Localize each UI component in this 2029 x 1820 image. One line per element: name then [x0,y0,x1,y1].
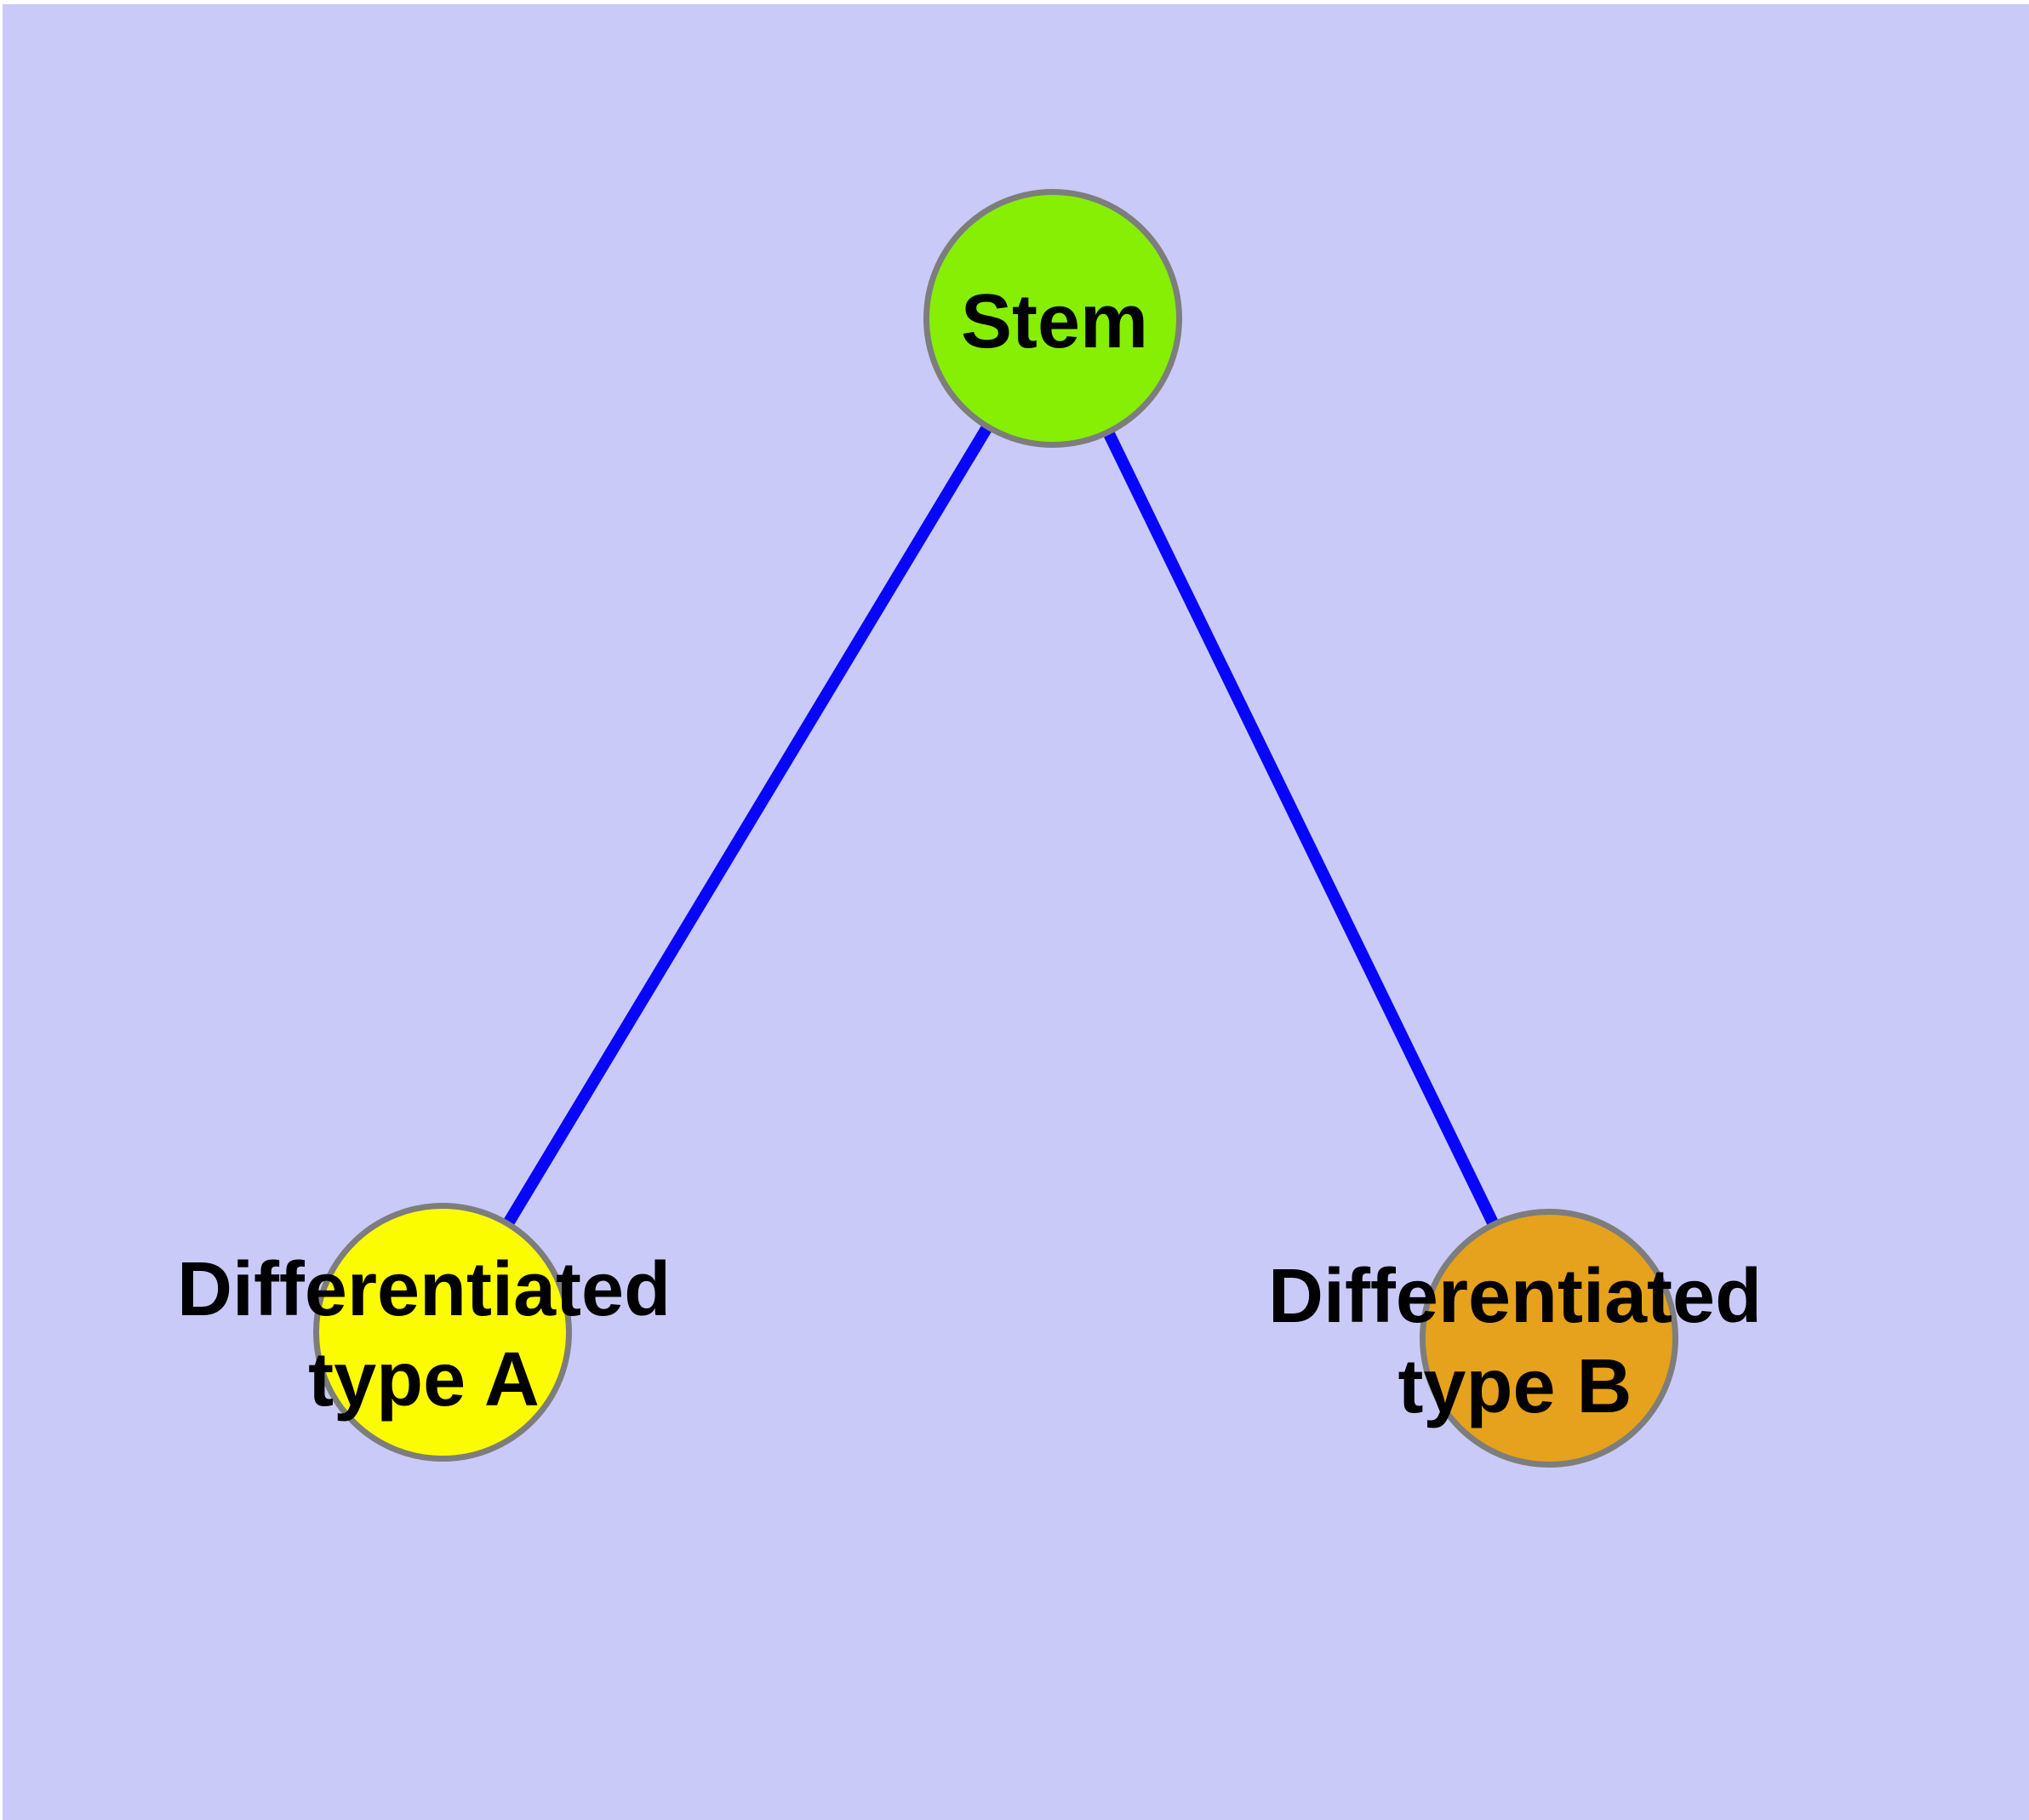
node-differentiated-type-a [313,1203,572,1462]
node-label-type-a-line2: type A [308,1337,540,1422]
edge-layer [437,315,1555,1342]
edge-stem-to-type-a [437,315,1058,1336]
node-label-type-a-line1: Differentiated [176,1247,672,1332]
node-label-type-b-line1: Differentiated [1267,1254,1763,1339]
diagram-canvas: Stem Differentiated type A Differentiate… [3,4,2029,1820]
node-label-differentiated-type-b: Differentiated type B [1268,1251,1762,1432]
edge-stem-to-type-b [1047,315,1555,1342]
node-label-stem-text: Stem [960,279,1149,364]
node-label-differentiated-type-a: Differentiated type A [177,1245,671,1425]
node-label-stem: Stem [961,277,1148,367]
node-stem [923,189,1182,448]
node-label-type-b-line2: type B [1397,1344,1632,1429]
node-differentiated-type-b [1420,1209,1678,1468]
